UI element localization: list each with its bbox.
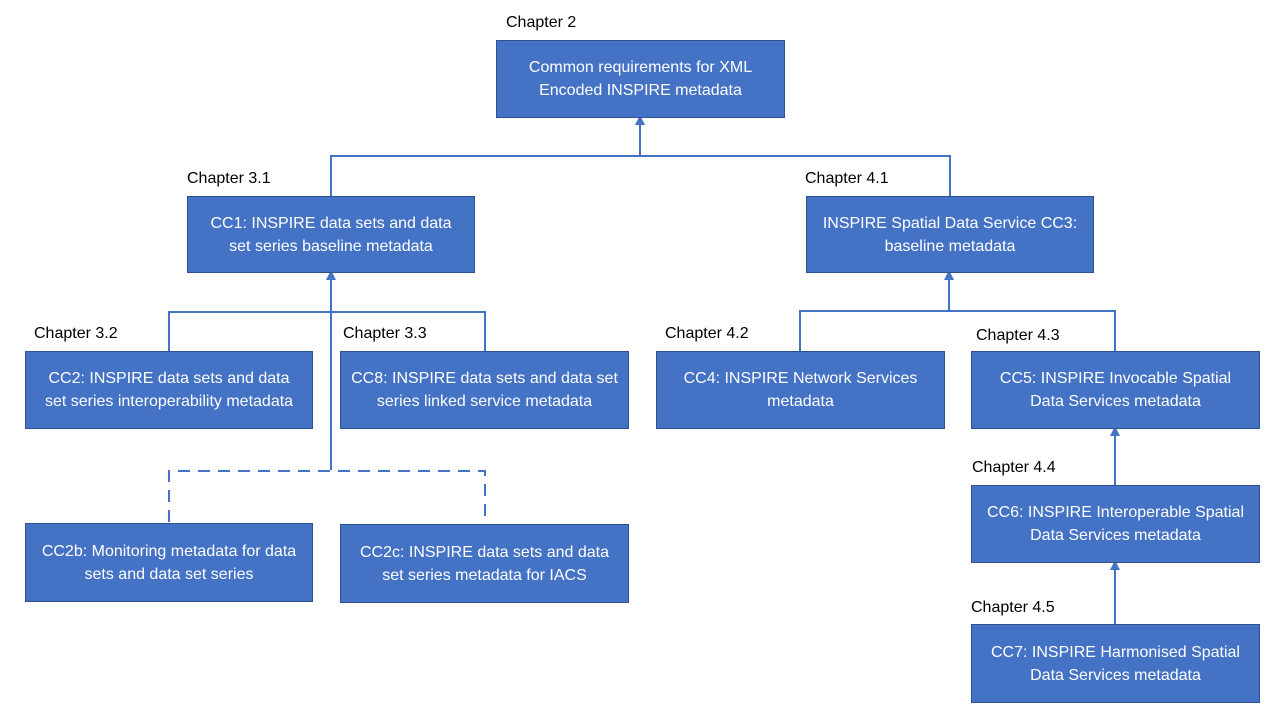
- common-requirements-text: Common requirements for XML Encoded INSP…: [528, 59, 753, 99]
- cc8-text: CC8: INSPIRE data sets and data set seri…: [351, 370, 618, 410]
- cc5-text: CC5: INSPIRE Invocable Spatial Data Serv…: [999, 370, 1232, 410]
- cc7-text: CC7: INSPIRE Harmonised Spatial Data Ser…: [991, 643, 1240, 684]
- cc2-text: CC2: INSPIRE data sets and data set seri…: [44, 370, 294, 410]
- connector-cc3-to-common: [640, 155, 951, 196]
- chapter-4-2-label: Chapter 4.2: [665, 325, 749, 342]
- connector-cc4-to-cc3: [799, 310, 949, 351]
- dashed-connector-cc2b-cc2c: [168, 470, 486, 524]
- cc6-text: CC6: INSPIRE Interoperable Spatial Data …: [986, 504, 1244, 544]
- connector-cc2-to-cc1: [168, 311, 331, 351]
- cc1-box: CC1: INSPIRE data sets and data set seri…: [187, 196, 475, 273]
- cc7-box: CC7: INSPIRE Harmonised Spatial Data Ser…: [971, 624, 1260, 703]
- cc2-box: CC2: INSPIRE data sets and data set seri…: [25, 351, 313, 429]
- connector-cc5-to-cc3: [949, 310, 1116, 351]
- common-requirements-box: Common requirements for XML Encoded INSP…: [496, 40, 785, 118]
- chapter-4-4-label: Chapter 4.4: [972, 459, 1056, 476]
- cc2c-text: CC2c: INSPIRE data sets and data set ser…: [359, 543, 609, 584]
- cc3-text: INSPIRE Spatial Data Service CC3: baseli…: [822, 214, 1078, 255]
- chapter-3-3-label: Chapter 3.3: [343, 325, 427, 342]
- cc5-box: CC5: INSPIRE Invocable Spatial Data Serv…: [971, 351, 1260, 429]
- cc2b-text: CC2b: Monitoring metadata for data sets …: [41, 542, 297, 583]
- cc1-text: CC1: INSPIRE data sets and data set seri…: [210, 214, 452, 255]
- cc8-box: CC8: INSPIRE data sets and data set seri…: [340, 351, 629, 429]
- chapter-3-1-label: Chapter 3.1: [187, 170, 271, 187]
- chapter-4-1-label: Chapter 4.1: [805, 170, 889, 187]
- chapter-4-5-label: Chapter 4.5: [971, 599, 1055, 616]
- cc6-box: CC6: INSPIRE Interoperable Spatial Data …: [971, 485, 1260, 563]
- cc4-text: CC4: INSPIRE Network Services metadata: [683, 370, 918, 410]
- chapter-4-3-label: Chapter 4.3: [976, 327, 1060, 344]
- chapter-3-2-label: Chapter 3.2: [34, 325, 118, 342]
- cc3-box: INSPIRE Spatial Data Service CC3: baseli…: [806, 196, 1094, 273]
- connector-cc1-to-common: [330, 155, 640, 196]
- cc2b-box: CC2b: Monitoring metadata for data sets …: [25, 523, 313, 602]
- chapter-2-label: Chapter 2: [506, 14, 577, 31]
- cc2c-box: CC2c: INSPIRE data sets and data set ser…: [340, 524, 629, 603]
- connector-cc8-to-cc1: [331, 311, 486, 351]
- cc4-box: CC4: INSPIRE Network Services metadata: [656, 351, 945, 429]
